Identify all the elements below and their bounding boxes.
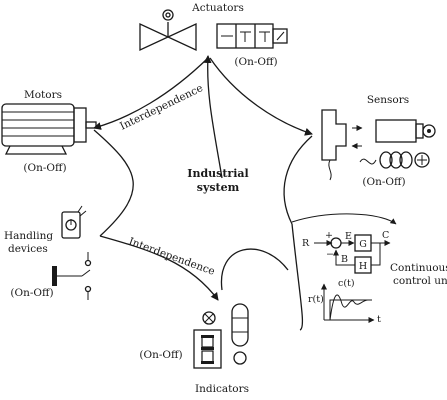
- control-unit-group: R + − E G C H B c(t) r(t) t: [291, 213, 447, 331]
- motor-icon: [1, 103, 97, 155]
- axis-rt-label: r(t): [308, 294, 324, 305]
- block-b-label: B: [341, 254, 348, 265]
- control-title-line2: control unit: [393, 275, 447, 287]
- block-e-label: E: [345, 231, 352, 242]
- sensors-group: Sensors (On-Off): [321, 94, 436, 188]
- arrow-to-indicators: [99, 235, 219, 301]
- step-input-line: [324, 299, 372, 321]
- valve-icon: [139, 9, 197, 52]
- actuators-group: Actuators (On-Off): [139, 2, 288, 68]
- block-c-label: C: [382, 230, 389, 241]
- curve-sensors-control: [283, 135, 313, 225]
- interdependence-label-upper: Interdependence: [118, 82, 205, 133]
- actuators-state: (On-Off): [234, 56, 277, 68]
- motors-title: Motors: [24, 89, 62, 101]
- handling-group: Handling devices (On-Off): [4, 205, 92, 300]
- axis-t-label: t: [377, 314, 381, 325]
- block-g-label: G: [359, 239, 367, 250]
- curve-control-indicators: [220, 248, 289, 291]
- plus-sign: +: [325, 230, 333, 241]
- seven-segment-icon: [193, 329, 222, 369]
- inductive-sensor-icon: [359, 151, 430, 169]
- center-title-line2: system: [197, 181, 240, 194]
- control-unit-left-edge: [291, 223, 304, 331]
- response-curve: [329, 294, 369, 321]
- arrow-to-actuators: [203, 55, 223, 179]
- control-unit-top-arrow: [291, 213, 397, 225]
- arrow-to-motors: [93, 57, 209, 130]
- solenoid-valve-icon: [216, 23, 288, 49]
- minus-sign: −: [326, 249, 334, 260]
- handling-state: (On-Off): [10, 287, 53, 299]
- response-graph: c(t) r(t) t: [308, 278, 381, 325]
- pushbutton-icon: [52, 252, 92, 300]
- center-title-line1: Industrial: [187, 167, 248, 180]
- handling-title-line2: devices: [8, 243, 48, 255]
- rotary-switch-icon: [61, 205, 87, 239]
- lamp-icon: [202, 311, 216, 325]
- interdependence-label-lower: Interdependence: [127, 236, 216, 278]
- axis-ct-label: c(t): [338, 278, 355, 289]
- indicators-group: (On-Off) Indicators: [139, 303, 249, 395]
- indicators-title: Indicators: [195, 383, 249, 395]
- arrow-to-sensors: [209, 57, 313, 136]
- curve-motors-handling: [93, 129, 134, 237]
- block-r-label: R: [302, 238, 310, 249]
- star-connections: [93, 55, 313, 301]
- sensors-state: (On-Off): [362, 176, 405, 188]
- motors-group: Motors (On-Off): [1, 89, 97, 174]
- motors-state: (On-Off): [23, 162, 66, 174]
- actuators-title: Actuators: [191, 2, 244, 14]
- stack-light-icon: [231, 303, 249, 365]
- control-title-line1: Continuous: [390, 262, 447, 274]
- limit-switch-icon: [321, 109, 347, 181]
- sensors-title: Sensors: [367, 94, 409, 106]
- handling-title-line1: Handling: [4, 230, 53, 242]
- block-h-label: H: [359, 261, 367, 272]
- proximity-sensor-icon: [375, 119, 436, 143]
- indicators-state: (On-Off): [139, 349, 182, 361]
- block-diagram: R + − E G C H B: [302, 230, 391, 274]
